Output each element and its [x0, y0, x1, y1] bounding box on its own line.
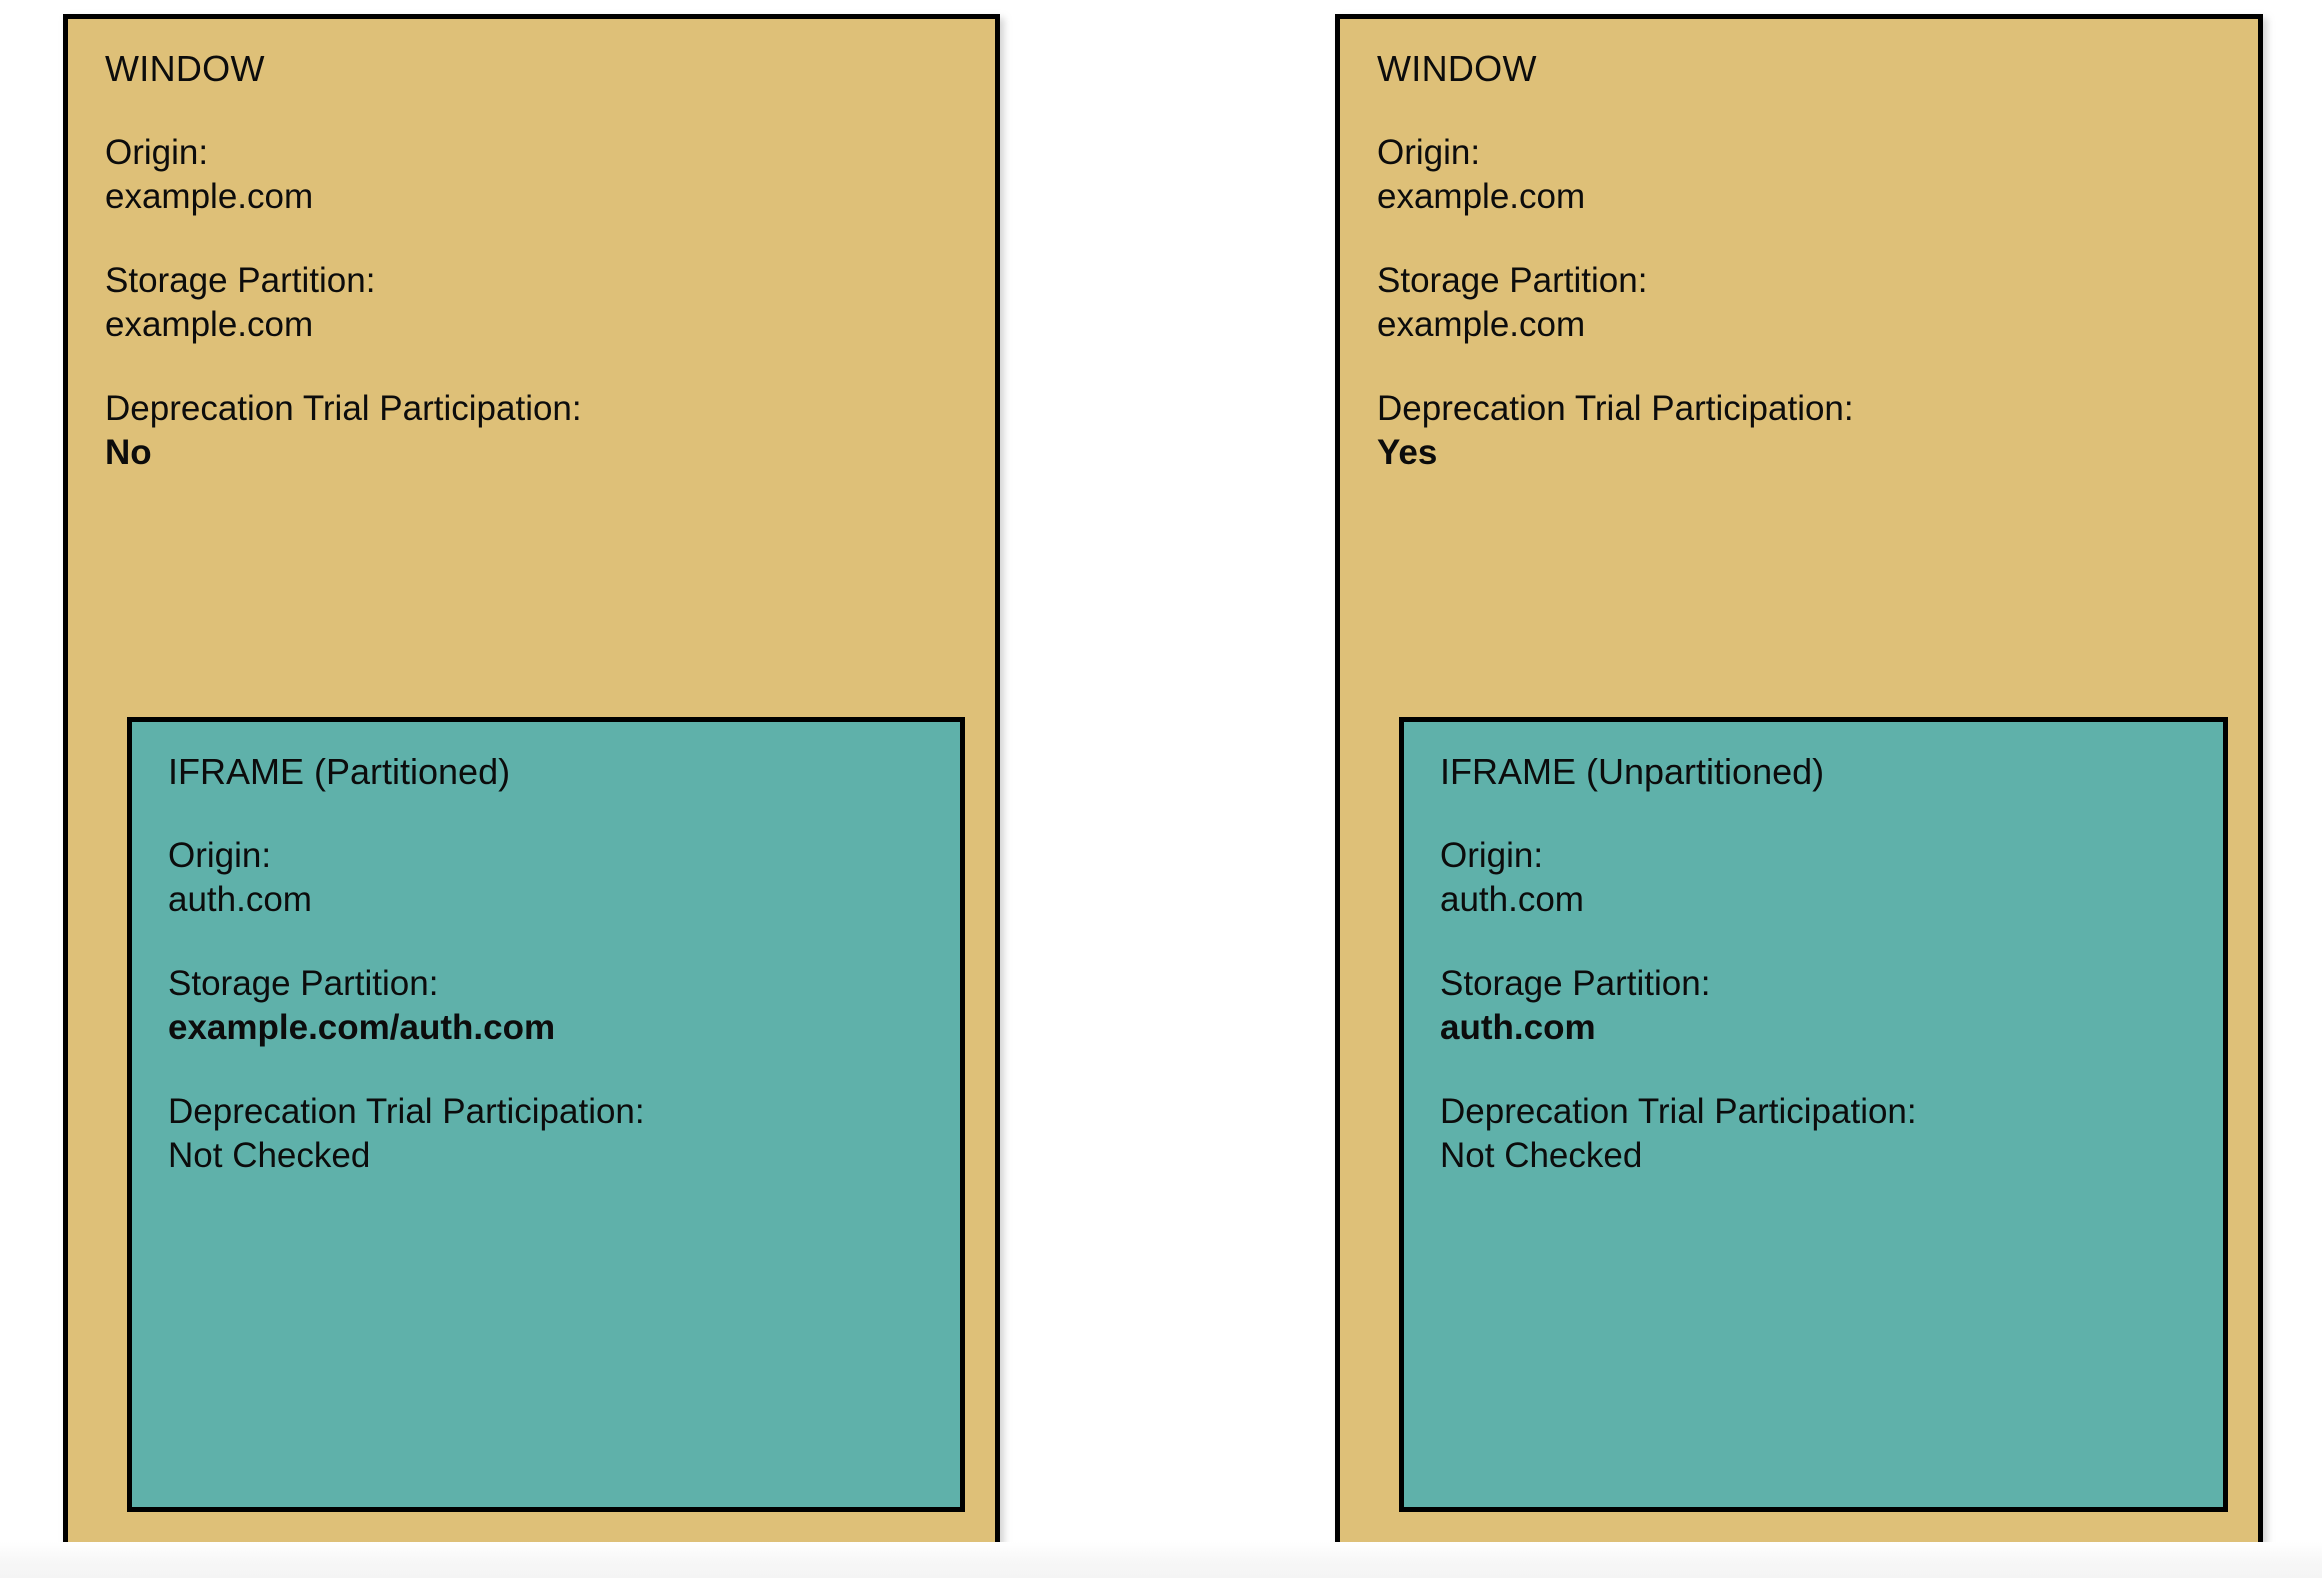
iframe-panel-left: IFRAME (Partitioned) Origin: auth.com St… [127, 717, 965, 1512]
window-deprecation-trial-field-right: Deprecation Trial Participation: Yes [1377, 387, 1854, 475]
window-deprecation-trial-label-right: Deprecation Trial Participation: [1377, 389, 1854, 428]
iframe-title-left: IFRAME (Partitioned) [168, 751, 511, 792]
window-deprecation-trial-label-left: Deprecation Trial Participation: [105, 389, 582, 428]
iframe-storage-partition-field-left: Storage Partition: example.com/auth.com [168, 962, 555, 1050]
iframe-origin-value-left: auth.com [168, 880, 312, 919]
window-panel-left: WINDOW Origin: example.com Storage Parti… [63, 14, 1000, 1552]
window-origin-label-left: Origin: [105, 133, 209, 172]
window-storage-partition-label-right: Storage Partition: [1377, 261, 1648, 300]
window-storage-partition-label-left: Storage Partition: [105, 261, 376, 300]
window-storage-partition-field-left: Storage Partition: example.com [105, 259, 375, 347]
window-title-left: WINDOW [105, 48, 265, 89]
window-origin-field-right: Origin: example.com [1377, 131, 1585, 219]
bottom-gradient-strip [0, 1542, 2322, 1578]
iframe-origin-label-right: Origin: [1440, 836, 1544, 875]
iframe-deprecation-trial-value-right: Not Checked [1440, 1136, 1643, 1175]
window-deprecation-trial-value-right: Yes [1377, 433, 1438, 472]
window-deprecation-trial-field-left: Deprecation Trial Participation: No [105, 387, 582, 475]
window-storage-partition-value-right: example.com [1377, 305, 1586, 344]
iframe-origin-field-right: Origin: auth.com [1440, 834, 1584, 922]
window-origin-label-right: Origin: [1377, 133, 1481, 172]
window-storage-partition-field-right: Storage Partition: example.com [1377, 259, 1647, 347]
iframe-origin-value-right: auth.com [1440, 880, 1584, 919]
iframe-deprecation-trial-field-left: Deprecation Trial Participation: Not Che… [168, 1090, 645, 1178]
window-storage-partition-value-left: example.com [105, 305, 314, 344]
iframe-storage-partition-label-left: Storage Partition: [168, 964, 439, 1003]
window-panel-right: WINDOW Origin: example.com Storage Parti… [1335, 14, 2263, 1552]
iframe-deprecation-trial-label-left: Deprecation Trial Participation: [168, 1092, 645, 1131]
iframe-deprecation-trial-field-right: Deprecation Trial Participation: Not Che… [1440, 1090, 1917, 1178]
iframe-deprecation-trial-label-right: Deprecation Trial Participation: [1440, 1092, 1917, 1131]
iframe-panel-right: IFRAME (Unpartitioned) Origin: auth.com … [1399, 717, 2228, 1512]
window-origin-value-left: example.com [105, 177, 314, 216]
window-title-right: WINDOW [1377, 48, 1537, 89]
iframe-origin-field-left: Origin: auth.com [168, 834, 312, 922]
window-origin-field-left: Origin: example.com [105, 131, 313, 219]
iframe-storage-partition-value-left: example.com/auth.com [168, 1008, 556, 1047]
iframe-storage-partition-label-right: Storage Partition: [1440, 964, 1711, 1003]
window-origin-value-right: example.com [1377, 177, 1586, 216]
iframe-storage-partition-field-right: Storage Partition: auth.com [1440, 962, 1710, 1050]
window-deprecation-trial-value-left: No [105, 433, 152, 472]
iframe-deprecation-trial-value-left: Not Checked [168, 1136, 371, 1175]
iframe-title-right: IFRAME (Unpartitioned) [1440, 751, 1825, 792]
iframe-origin-label-left: Origin: [168, 836, 272, 875]
iframe-storage-partition-value-right: auth.com [1440, 1008, 1596, 1047]
